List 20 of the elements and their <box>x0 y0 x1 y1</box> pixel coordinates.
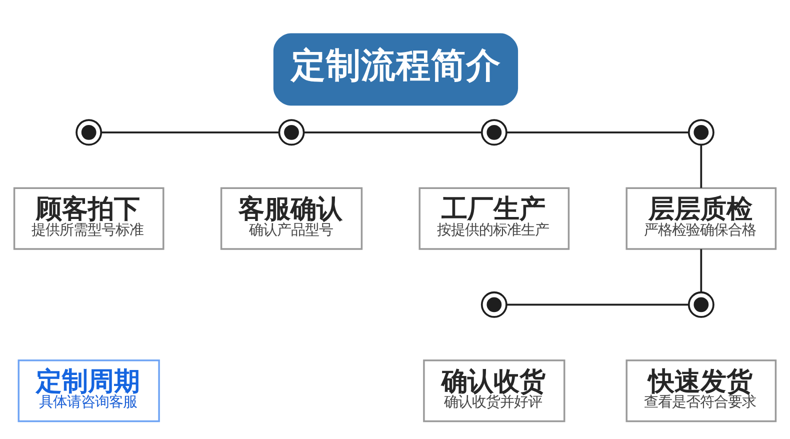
connector <box>506 303 689 306</box>
node-box: 层层质检 严格检验确保合格 <box>626 186 777 250</box>
node-box: 定制周期 具体请咨询客服 <box>18 359 160 422</box>
connector <box>700 248 702 292</box>
node-box: 客服确认 确认产品型号 <box>220 186 363 250</box>
connector <box>700 144 702 188</box>
node-box: 确认收货 确认收货并好评 <box>423 359 566 422</box>
node-box: 工厂生产 按提供的标准生产 <box>418 186 570 250</box>
node-circle <box>688 290 714 318</box>
node-circle <box>76 118 102 146</box>
connector <box>304 130 482 133</box>
diagram-title: 定制流程简介 <box>290 45 501 86</box>
node-box: 快速发货 查看是否符合要求 <box>626 359 777 422</box>
connector <box>506 130 689 133</box>
node-circle <box>480 118 508 146</box>
connector <box>102 130 279 133</box>
node-circle <box>278 118 305 146</box>
node-box: 顾客拍下 提供所需型号标准 <box>13 186 164 250</box>
node-circle <box>688 118 714 146</box>
node-circle <box>480 290 508 318</box>
